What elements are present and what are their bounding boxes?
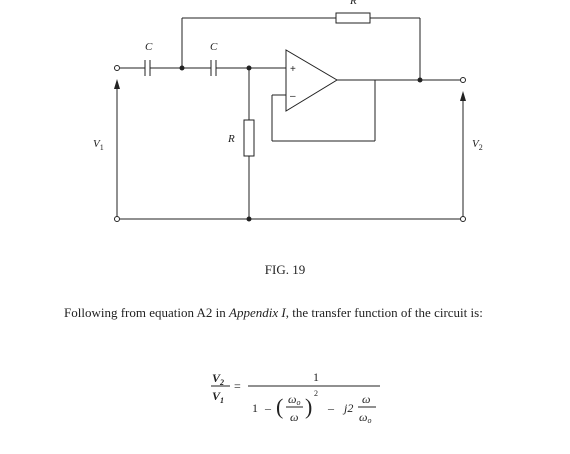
body-paragraph: Following from equation A2 in Appendix I… — [64, 303, 534, 322]
equals-sign: = — [234, 379, 241, 393]
input-voltage-label: V1 — [93, 138, 104, 152]
denominator-minus-2: – — [327, 401, 335, 415]
denominator-minus-1: – — [264, 401, 272, 415]
circuit-diagram: R C C R + – V1 V2 — [93, 0, 483, 222]
opamp-plus-label: + — [290, 64, 296, 75]
opamp-minus-label: – — [290, 91, 296, 102]
paragraph-text-before: Following from equation A2 in — [64, 305, 230, 320]
paren-close: ) — [305, 394, 312, 419]
appendix-reference: Appendix I — [229, 305, 286, 320]
capacitor-right-label: C — [210, 41, 218, 53]
junction-node-3 — [417, 77, 423, 83]
rhs-numerator: 1 — [313, 370, 319, 384]
input-voltage-arrow-head — [114, 79, 120, 89]
feedback-resistor-label: R — [349, 0, 357, 7]
output-voltage-arrow-head — [460, 91, 466, 101]
last-denominator-omega-o: ωo — [359, 410, 371, 425]
opamp-triangle — [285, 49, 338, 112]
last-numerator-omega: ω — [362, 392, 370, 406]
output-terminal-top — [460, 77, 466, 83]
exponent-2: 2 — [314, 389, 318, 398]
paren-open: ( — [276, 394, 283, 419]
lhs-denominator: V1 — [212, 389, 224, 405]
input-terminal-top — [114, 65, 120, 71]
denominator-one: 1 — [252, 401, 258, 415]
junction-node-1 — [179, 65, 185, 71]
capacitor-left-label: C — [145, 41, 153, 53]
output-voltage-label: V2 — [472, 138, 483, 152]
inner-denominator-omega: ω — [290, 410, 298, 424]
inner-numerator-omega-o: ωo — [288, 392, 300, 407]
j2-term: j2 — [342, 401, 353, 415]
shunt-resistor-label: R — [227, 133, 235, 145]
figure-caption: FIG. 19 — [264, 262, 306, 277]
junction-node-ground — [246, 216, 252, 222]
paragraph-text-after: , the transfer function of the circuit i… — [285, 305, 483, 320]
lhs-numerator: V2 — [212, 371, 224, 387]
